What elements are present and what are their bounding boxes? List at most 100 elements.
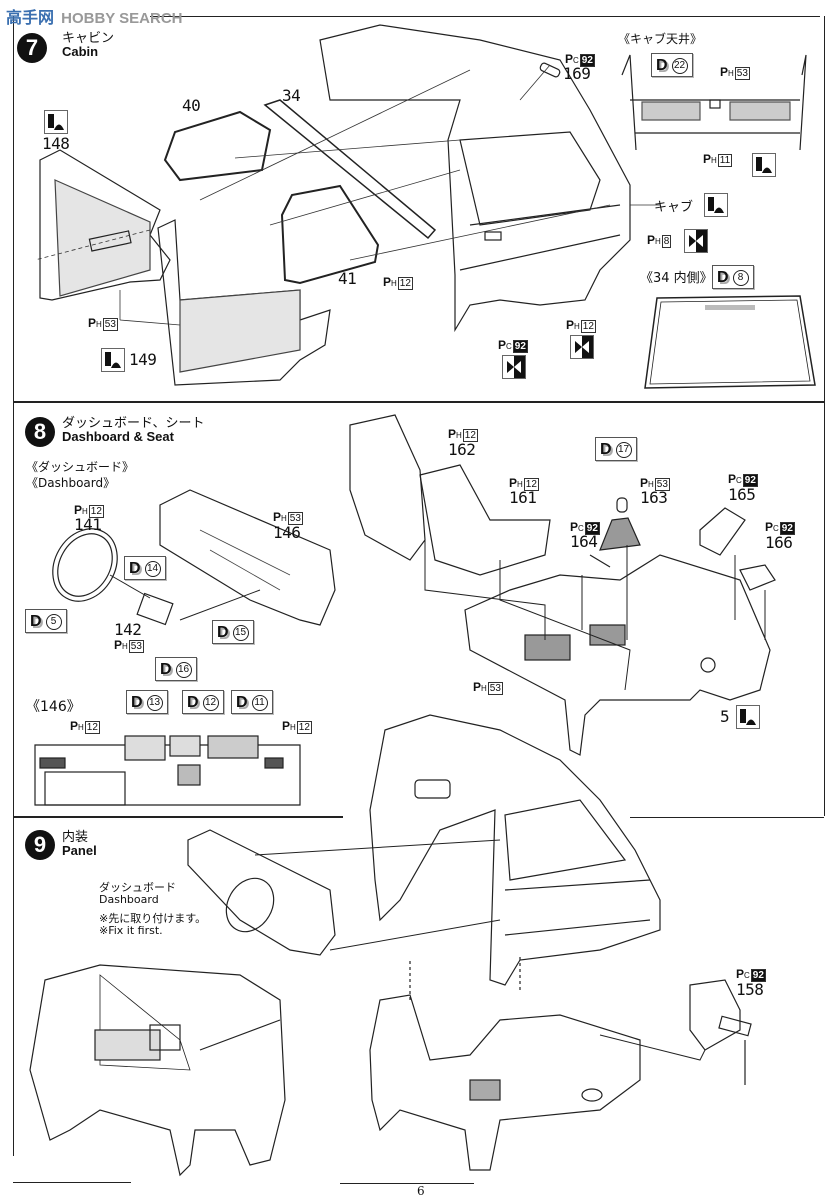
- dashboard-146-detail-drawing: [34, 735, 301, 806]
- windshield-34-drawing: [263, 99, 437, 240]
- watermark-text: HOBBY SEARCH: [61, 10, 183, 27]
- window-41-drawing: [280, 184, 380, 285]
- watermark-logo: 高手网: [6, 8, 55, 27]
- dashboard-label-jp: 《ダッシュボード》: [26, 460, 135, 474]
- windshield-detail-label: 《34 内側》: [640, 271, 713, 286]
- divider-step9-right: [630, 817, 824, 818]
- pedal-165-drawing: [699, 507, 746, 556]
- frame-bottom: [13, 1182, 131, 1183]
- dashboard-note-jp: ダッシュボード: [99, 881, 176, 894]
- color-symbol-icon: [736, 705, 760, 729]
- step-8-badge: 8: [25, 417, 55, 447]
- part-40: 40: [182, 96, 201, 115]
- fix-first-note-jp: ※先に取り付けます。: [99, 912, 207, 925]
- cab-label: キャブ: [654, 200, 694, 215]
- part-146: 146: [273, 523, 301, 542]
- color-symbol-icon: [752, 153, 776, 177]
- pedal-166-drawing: [739, 564, 776, 591]
- part-41: 41: [338, 269, 357, 288]
- door-148-drawing: [39, 149, 171, 301]
- frame-top: [150, 16, 820, 17]
- color-symbol-icon: [44, 110, 68, 134]
- part-164: 164: [570, 532, 598, 551]
- assembled-cabin-drawing: [29, 964, 286, 1177]
- door-149-drawing: [157, 219, 331, 386]
- cabin-shell-step9-drawing: [369, 714, 661, 986]
- color-symbol-icon: [704, 193, 728, 217]
- dashboard-146-drawing: [159, 489, 336, 626]
- ignition-158-drawing: [599, 979, 752, 1085]
- shifter-163-drawing: [599, 517, 641, 551]
- floor-5-drawing: [464, 554, 771, 756]
- bowtie-symbol-icon: [502, 355, 526, 379]
- step-7-title-en: Cabin: [62, 44, 99, 59]
- floor-step9-drawing: [369, 994, 641, 1171]
- step-8-title-jp: ダッシュボード、シート: [62, 416, 205, 431]
- part-148: 148: [42, 134, 70, 153]
- part-141: 141: [74, 515, 102, 534]
- step-7-badge: 7: [17, 33, 47, 63]
- step-9-title-en: Panel: [62, 843, 97, 858]
- mirror-169-drawing: [539, 62, 561, 78]
- part-165: 165: [728, 485, 756, 504]
- divider-step8: [13, 401, 824, 403]
- frame-bottom-right: [340, 1183, 474, 1184]
- roof-detail-drawing: [621, 54, 807, 151]
- part-166: 166: [765, 533, 793, 552]
- dashboard-step9-drawing: [187, 829, 336, 956]
- stalk-142-drawing: [136, 592, 174, 626]
- lever-164-drawing: [589, 554, 611, 568]
- seat-162-drawing: [349, 414, 426, 561]
- window-40-drawing: [163, 110, 272, 182]
- part-142: 142: [114, 620, 142, 639]
- part-34: 34: [282, 86, 301, 105]
- windshield-detail-drawing: [644, 295, 816, 389]
- frame-left: [13, 16, 14, 1156]
- part-158: 158: [736, 980, 764, 999]
- bowtie-symbol-icon: [684, 229, 708, 253]
- step-7-title-jp: キャビン: [62, 31, 115, 46]
- steering-wheel-drawing: [52, 528, 118, 602]
- dashboard-label-en: 《Dashboard》: [26, 476, 116, 490]
- divider-step9-left: [13, 816, 343, 818]
- part-149: 149: [129, 350, 157, 369]
- step-9-badge: 9: [25, 830, 55, 860]
- dashboard-note-en: Dashboard: [99, 893, 159, 906]
- part-163: 163: [640, 488, 668, 507]
- detail-146-label: 《146》: [26, 699, 81, 715]
- step-8-title-en: Dashboard & Seat: [62, 429, 174, 444]
- seat-161-drawing: [419, 464, 551, 576]
- part-162: 162: [448, 440, 476, 459]
- step-9-title-jp: 内装: [62, 830, 89, 845]
- watermark: 高手网 HOBBY SEARCH: [6, 4, 183, 28]
- page-number: 6: [417, 1184, 425, 1198]
- part-161: 161: [509, 488, 537, 507]
